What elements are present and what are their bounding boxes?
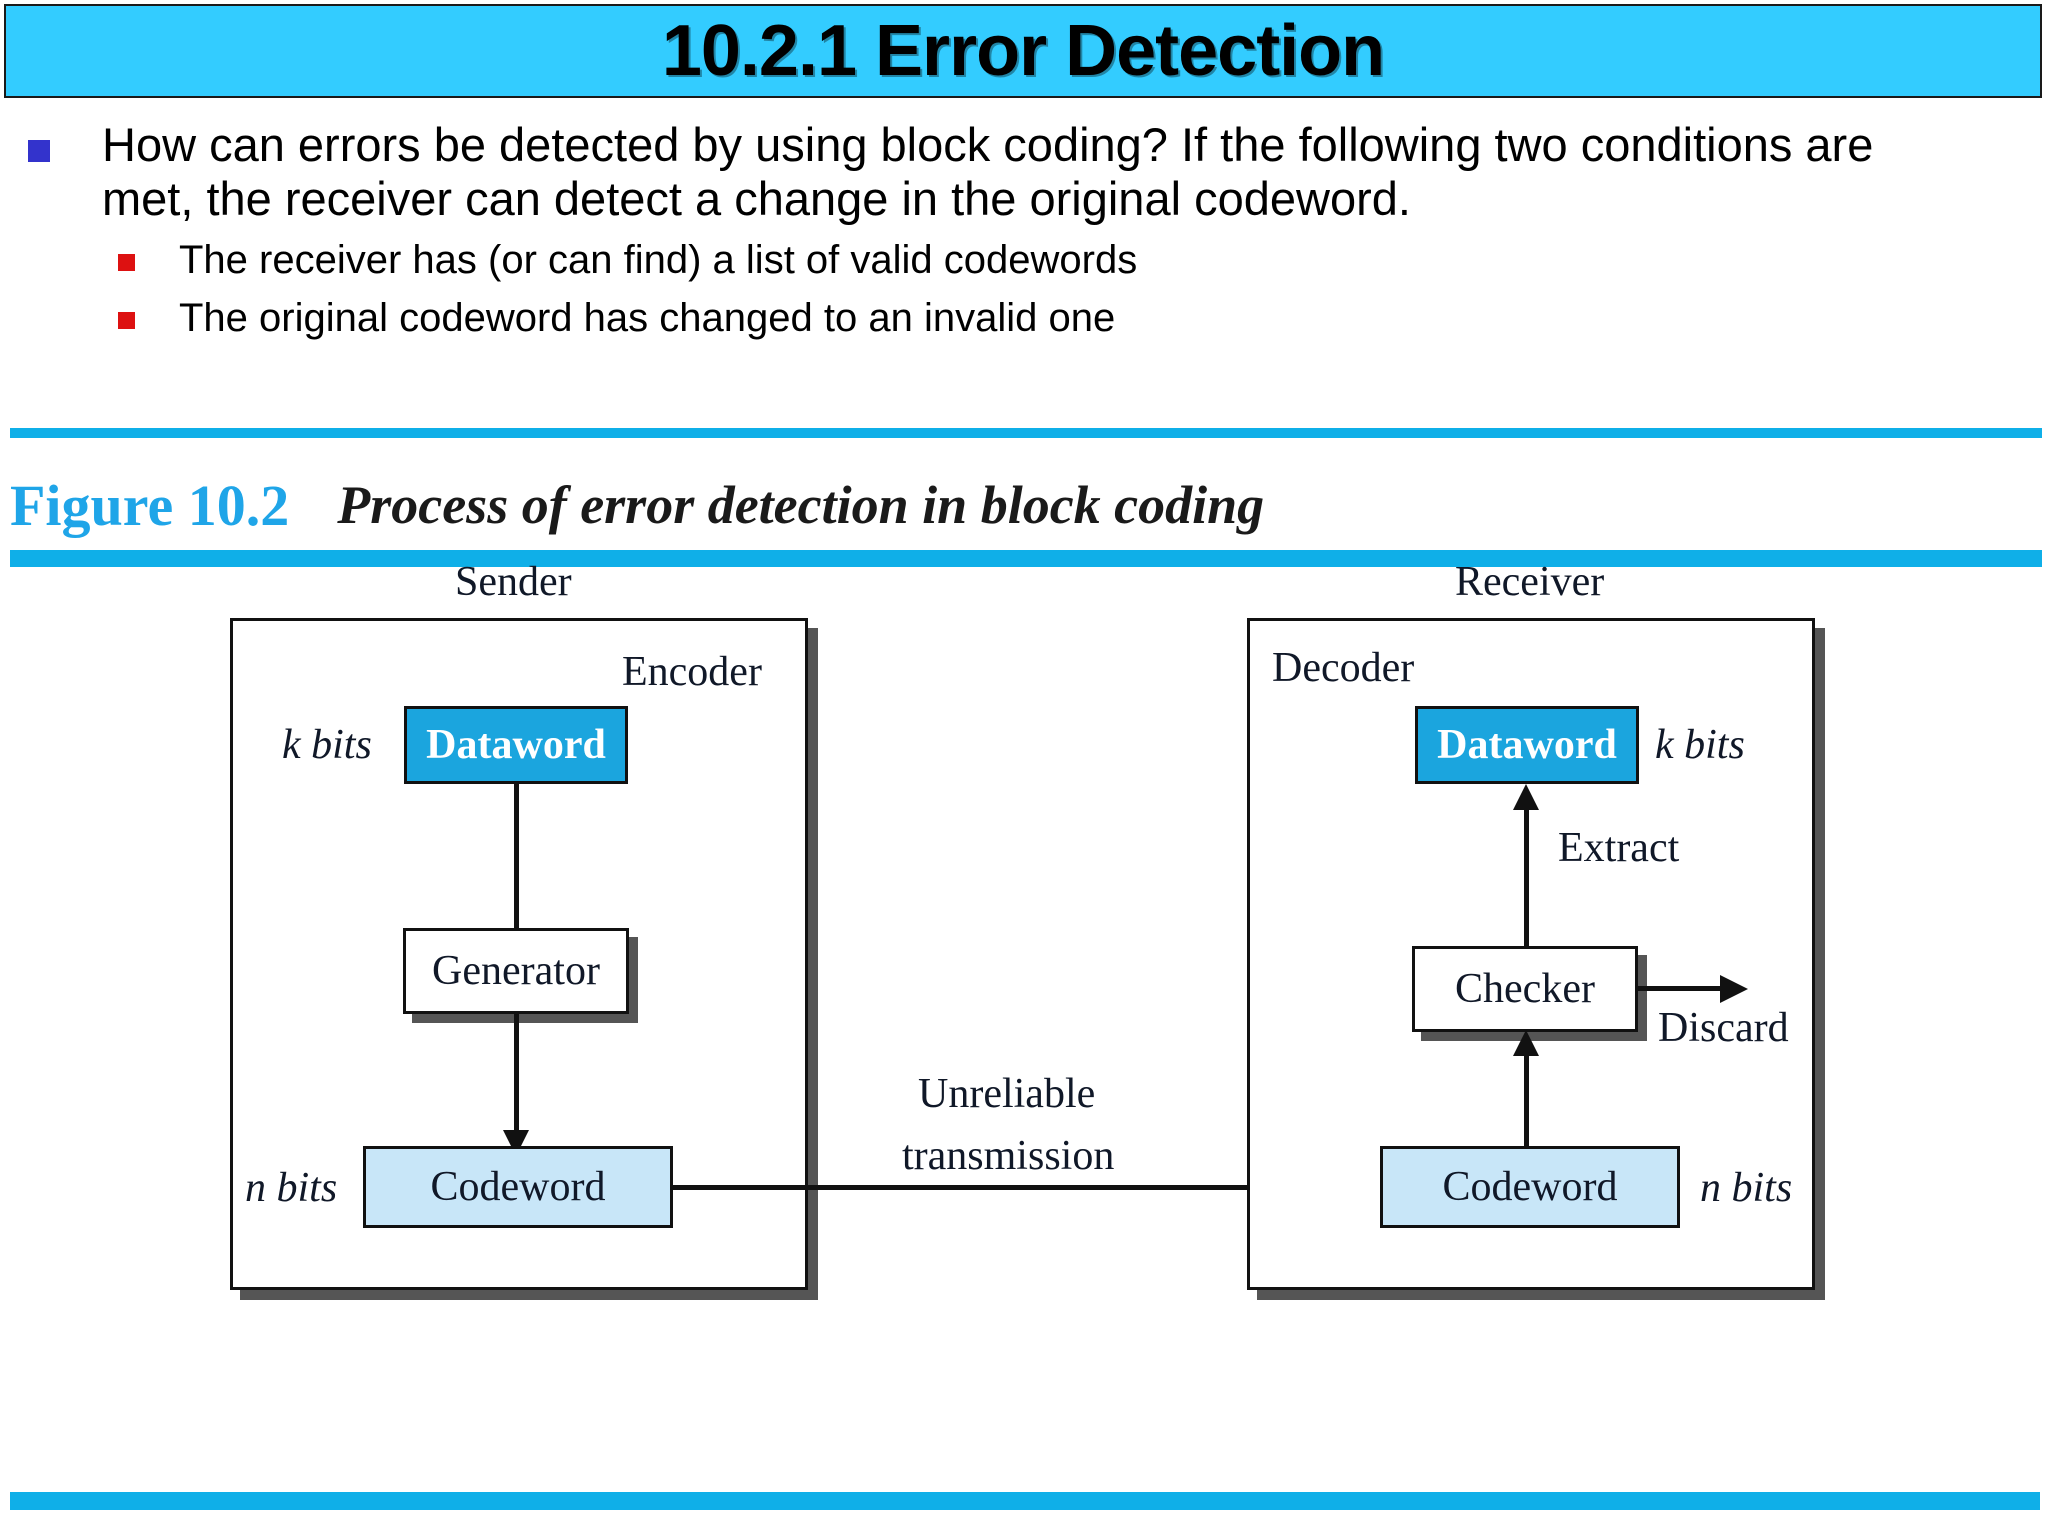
checker-label: Checker — [1455, 966, 1595, 1012]
page-title: 10.2.1 Error Detection — [661, 11, 1385, 91]
figure-caption: Figure 10.2 Process of error detection i… — [10, 466, 2030, 544]
unreliable-label-line2: transmission — [902, 1133, 1115, 1179]
figure-number-label: Figure 10.2 — [10, 472, 290, 538]
sender-codeword-label: Codeword — [430, 1164, 606, 1210]
decoder-label: Decoder — [1272, 645, 1415, 691]
extract-label: Extract — [1558, 825, 1680, 871]
bullet-level2-second: The original codeword has changed to an … — [0, 294, 2048, 342]
figure-top-rule — [10, 428, 2042, 438]
connector-codeword-to-checker — [1524, 1056, 1529, 1148]
sender-codeword-box: Codeword — [363, 1146, 673, 1228]
sender-dataword-bits-label: k bits — [282, 722, 372, 768]
connector-checker-to-discard — [1638, 986, 1736, 991]
bullet-level2-label-2: The original codeword has changed to an … — [179, 296, 1116, 341]
encoder-label: Encoder — [622, 649, 762, 695]
receiver-codeword-label: Codeword — [1442, 1164, 1618, 1210]
figure-title-label: Process of error detection in block codi… — [337, 475, 1265, 535]
generator-label: Generator — [432, 948, 600, 994]
bullet-level2-label-1: The receiver has (or can find) a list of… — [179, 238, 1138, 283]
receiver-dataword-box: Dataword — [1415, 706, 1639, 784]
receiver-dataword-bits-label: k bits — [1655, 722, 1745, 768]
slide-title-banner: 10.2.1 Error Detection — [4, 4, 2042, 98]
receiver-dataword-label: Dataword — [1437, 722, 1617, 768]
footer-accent-bar — [10, 1492, 2040, 1510]
generator-box: Generator — [403, 928, 629, 1014]
arrow-right-icon-discard — [1720, 975, 1748, 1003]
sender-dataword-box: Dataword — [404, 706, 628, 784]
arrow-up-icon-extract — [1513, 784, 1539, 810]
bullet-level2-first: The receiver has (or can find) a list of… — [0, 236, 2048, 284]
checker-box: Checker — [1412, 946, 1638, 1032]
figure-bottom-rule — [10, 550, 2042, 567]
bullet-level1-label: How can errors be detected by using bloc… — [102, 118, 1874, 226]
unreliable-label-line1: Unreliable — [918, 1071, 1096, 1117]
arrow-up-icon-checker — [1513, 1030, 1539, 1056]
discard-label: Discard — [1658, 1005, 1789, 1051]
sender-codeword-bits-label: n bits — [245, 1165, 338, 1211]
receiver-panel-label: Receiver — [1455, 559, 1605, 605]
connector-checker-to-dataword — [1524, 810, 1529, 948]
blue-square-bullet-icon — [28, 140, 50, 162]
connector-dataword-to-generator — [514, 784, 519, 928]
sender-dataword-label: Dataword — [426, 722, 606, 768]
sender-panel-label: Sender — [455, 559, 572, 605]
slide-body: How can errors be detected by using bloc… — [0, 100, 2048, 440]
figure-overlay: Figure 10.2 Process of error detection i… — [0, 428, 2048, 1488]
connector-generator-to-codeword — [514, 1014, 519, 1138]
receiver-codeword-bits-label: n bits — [1700, 1165, 1793, 1211]
receiver-codeword-box: Codeword — [1380, 1146, 1680, 1228]
bullet-level1: How can errors be detected by using bloc… — [0, 118, 2048, 226]
red-square-bullet-icon — [118, 254, 135, 272]
transmission-line — [673, 1185, 1373, 1190]
red-square-bullet-icon — [118, 312, 135, 330]
block-coding-diagram: Sender Encoder k bits Dataword Generator… — [0, 560, 2048, 1478]
